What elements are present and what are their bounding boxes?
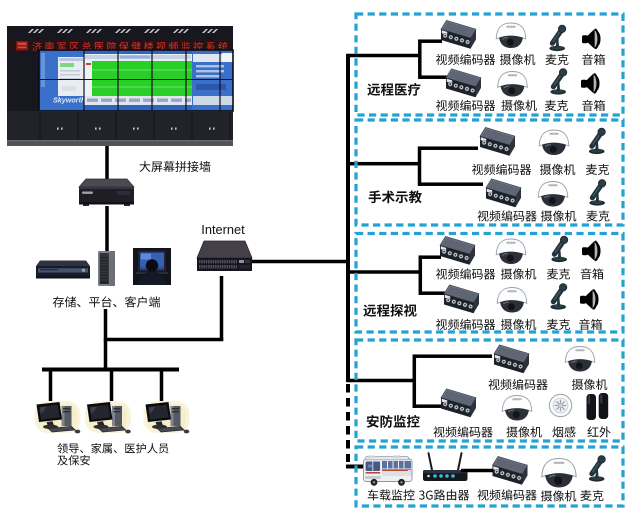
svg-text:Skyworth: Skyworth — [53, 96, 86, 105]
svg-text:Internet: Internet — [201, 222, 245, 237]
